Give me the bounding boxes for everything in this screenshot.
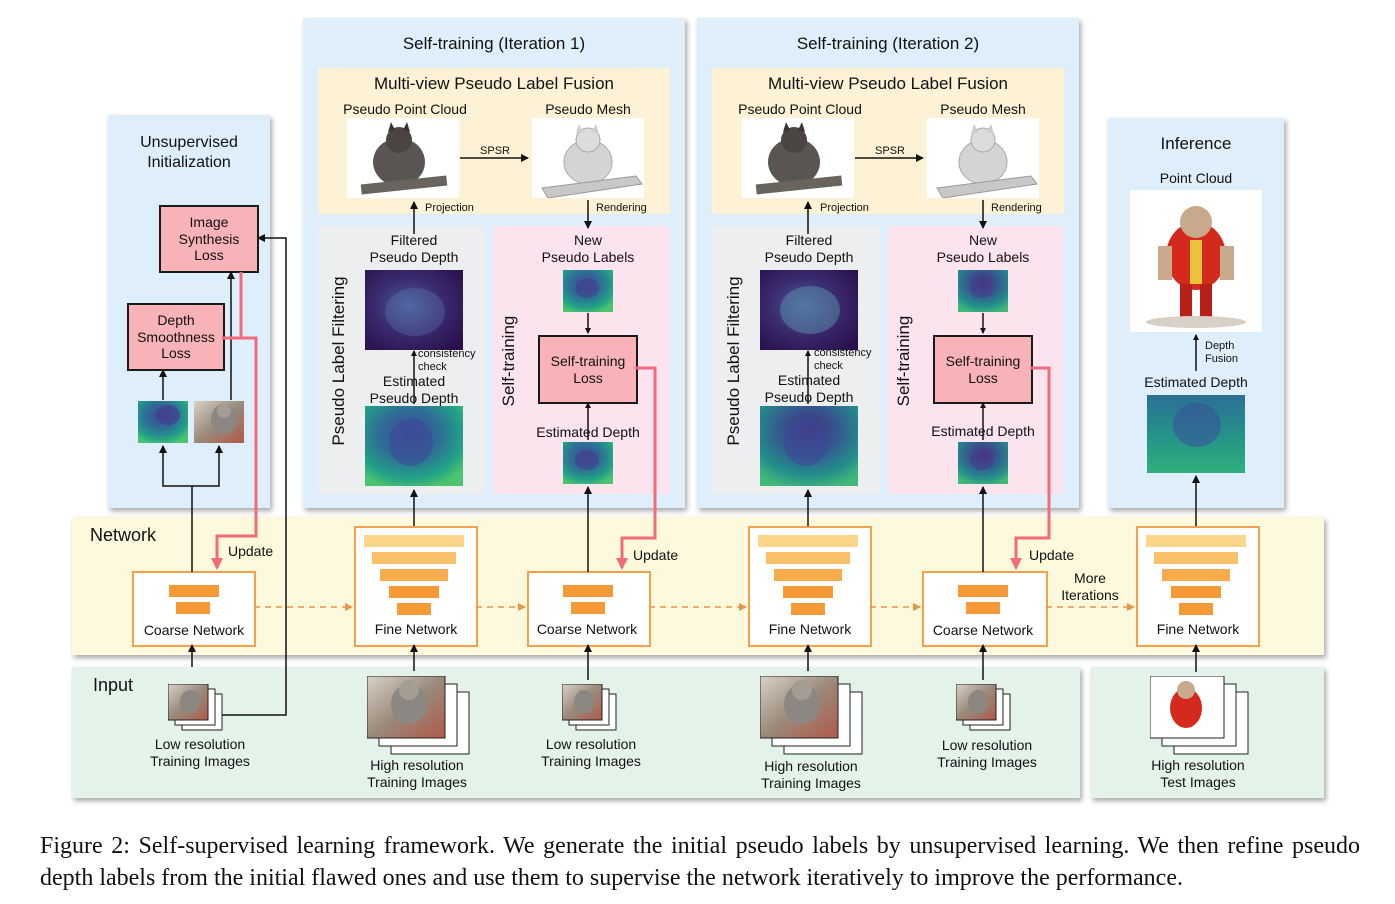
- update-label-3: Update: [1029, 547, 1075, 563]
- pseudo-mesh-image-1: [532, 118, 644, 198]
- image-synthesis-loss-box: Image Synthesis Loss: [159, 205, 259, 273]
- input-photo-small: [194, 401, 244, 443]
- estimated-depth-map-2: [958, 442, 1008, 484]
- filtered-pseudo-depth-label-1: Filtered Pseudo Depth: [369, 232, 459, 265]
- self-training-side-1: Self-training: [499, 315, 518, 407]
- estimated-depth-label-2: Estimated Depth: [931, 423, 1035, 439]
- high-res-test-label: High resolution Test Images: [1151, 757, 1245, 790]
- coarse-depth-map: [138, 401, 188, 443]
- low-res-training-label-1: Low resolution Training Images: [150, 736, 250, 769]
- depth-smoothness-loss-label: Depth Smoothness Loss: [137, 311, 215, 362]
- new-pseudo-label-map-1: [563, 270, 613, 312]
- new-pseudo-labels-label-1: New Pseudo Labels: [541, 232, 635, 265]
- estimated-depth-map-1: [563, 442, 613, 484]
- inference-estimated-depth-label: Estimated Depth: [1144, 374, 1248, 390]
- new-pseudo-label-map-2: [958, 270, 1008, 312]
- depth-fusion-label: Depth Fusion: [1205, 340, 1239, 365]
- pseudo-label-filtering-side-1: Pseudo Label Filtering: [329, 276, 348, 446]
- network-band: [72, 517, 1324, 655]
- spsr-label-2: SPSR: [875, 145, 905, 157]
- inference-point-cloud-label: Point Cloud: [1159, 170, 1233, 186]
- fine-network-label-1: Fine Network: [374, 621, 458, 637]
- fine-network-label-3: Fine Network: [1156, 621, 1240, 637]
- high-res-training-label-1: High resolution Training Images: [367, 757, 467, 790]
- self-training-loss-label-2: Self-training Loss: [945, 352, 1021, 386]
- fusion-title-1: Multi-view Pseudo Label Fusion: [373, 74, 614, 93]
- inference-point-cloud-image: [1130, 190, 1262, 332]
- fusion-title-2: Multi-view Pseudo Label Fusion: [767, 74, 1008, 93]
- estimated-depth-label-1: Estimated Depth: [536, 424, 640, 440]
- estimated-pseudo-depth-label-1: Estimated Pseudo Depth: [369, 373, 459, 406]
- figure-caption: Figure 2: Self-supervised learning frame…: [40, 833, 1360, 891]
- coarse-network-label-1: Coarse Network: [143, 622, 245, 638]
- fine-network-label-2: Fine Network: [768, 621, 852, 637]
- pseudo-mesh-image-2: [927, 118, 1039, 198]
- new-pseudo-labels-label-2: New Pseudo Labels: [936, 232, 1030, 265]
- projection-label-2: Projection: [820, 202, 869, 214]
- consistency-check-label-2: consistency check: [814, 347, 872, 372]
- filtered-depth-map-2: [760, 270, 858, 350]
- pseudo-mesh-label-1: Pseudo Mesh: [545, 101, 631, 117]
- pseudo-point-cloud-label-1: Pseudo Point Cloud: [343, 101, 467, 117]
- iteration1-title: Self-training (Iteration 1): [402, 34, 586, 53]
- inference-estimated-depth-map: [1147, 395, 1245, 473]
- consistency-check-label-1: consistency check: [418, 348, 476, 373]
- more-iterations-label: More Iterations: [1061, 570, 1119, 603]
- filtered-depth-map-1: [365, 270, 463, 350]
- estimated-pseudo-depth-map-2: [760, 406, 858, 486]
- input-title: Input: [93, 675, 134, 695]
- low-res-training-label-3: Low resolution Training Images: [937, 737, 1037, 770]
- estimated-pseudo-depth-map-1: [365, 406, 463, 486]
- update-label-2: Update: [633, 547, 679, 563]
- spsr-label-1: SPSR: [480, 145, 510, 157]
- self-training-loss-box-2: Self-training Loss: [933, 335, 1033, 404]
- depth-smoothness-loss-box: Depth Smoothness Loss: [127, 303, 225, 371]
- pseudo-point-cloud-image-2: [742, 118, 854, 198]
- pseudo-point-cloud-label-2: Pseudo Point Cloud: [738, 101, 862, 117]
- self-training-loss-label-1: Self-training Loss: [550, 352, 626, 386]
- rendering-label-2: Rendering: [991, 202, 1042, 214]
- self-training-side-2: Self-training: [894, 315, 913, 407]
- coarse-network-label-2: Coarse Network: [536, 621, 638, 637]
- unsupervised-init-title: Unsupervised Initialization: [140, 134, 238, 171]
- projection-label-1: Projection: [425, 202, 474, 214]
- image-synthesis-loss-label: Image Synthesis Loss: [178, 213, 240, 264]
- coarse-network-label-3: Coarse Network: [932, 622, 1034, 638]
- pseudo-mesh-label-2: Pseudo Mesh: [940, 101, 1026, 117]
- filtered-pseudo-depth-label-2: Filtered Pseudo Depth: [764, 232, 854, 265]
- inference-title: Inference: [1160, 134, 1232, 153]
- estimated-pseudo-depth-label-2: Estimated Pseudo Depth: [764, 372, 854, 405]
- update-label-1: Update: [228, 543, 274, 559]
- iteration2-title: Self-training (Iteration 2): [796, 34, 980, 53]
- low-res-training-label-2: Low resolution Training Images: [541, 736, 641, 769]
- rendering-label-1: Rendering: [596, 202, 647, 214]
- network-title: Network: [90, 525, 157, 545]
- pseudo-label-filtering-side-2: Pseudo Label Filtering: [724, 276, 743, 446]
- high-res-training-label-2: High resolution Training Images: [761, 758, 861, 791]
- pseudo-point-cloud-image-1: [347, 118, 459, 198]
